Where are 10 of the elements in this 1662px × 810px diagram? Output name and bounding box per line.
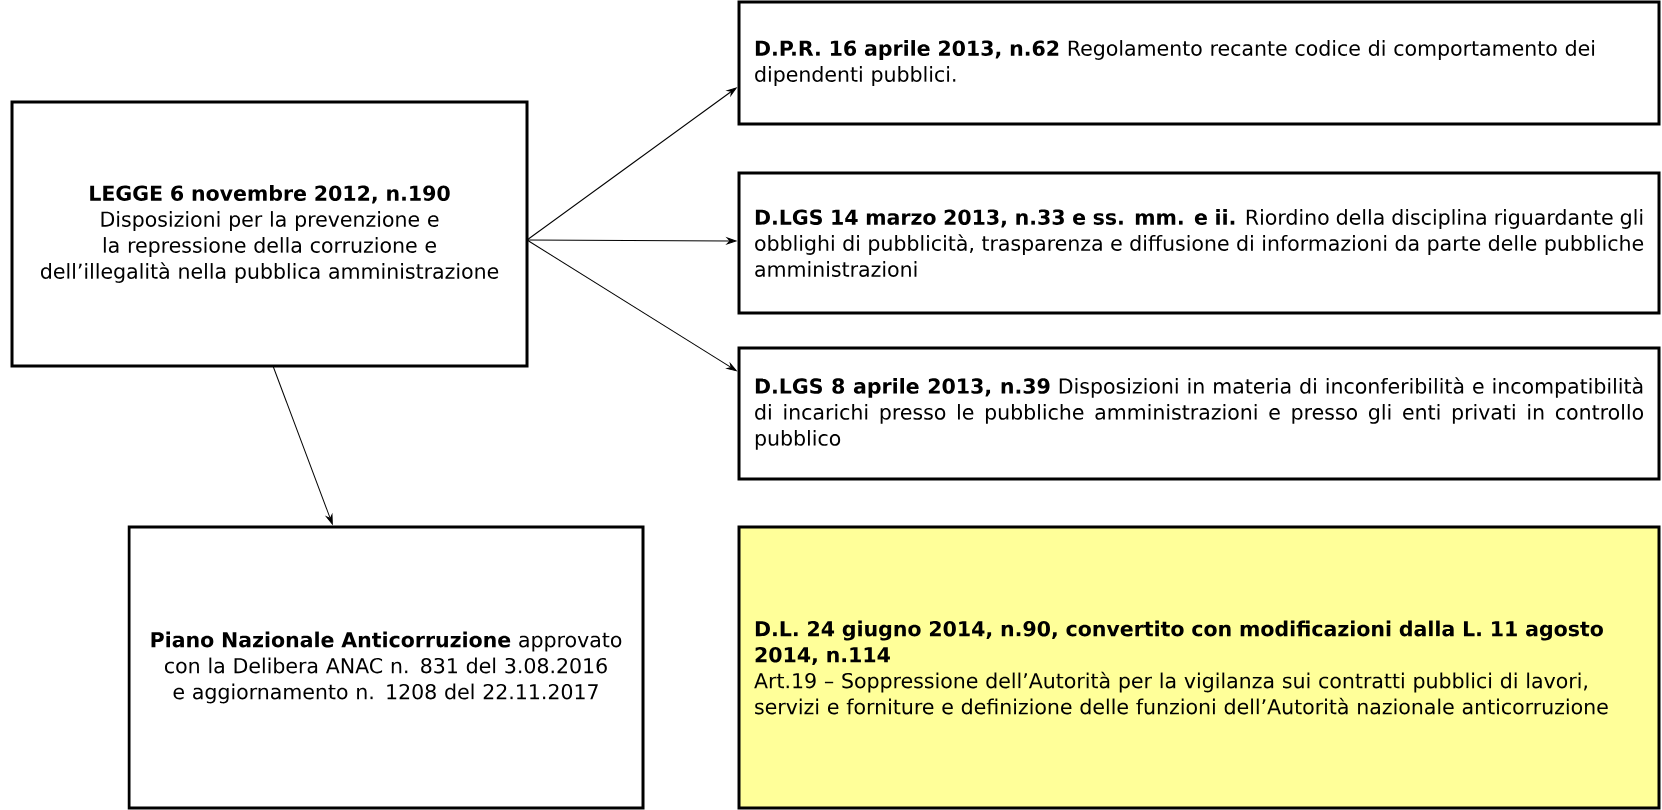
- arrow: [526, 239, 737, 372]
- arrow: [526, 237, 737, 245]
- arrow: [526, 87, 737, 241]
- plan-box: Piano Nazionale Anticorruzione approvato con la Delibera ANAC n. 831 del 3.08.2016 e aggiornamento n. 1208 del 22.11.2017: [127, 525, 645, 810]
- decree-box: D.P.R. 16 aprile 2013, n.62 Regolamento recante codice di comportamento dei dipendenti pubblici.: [737, 0, 1661, 126]
- arrow: [272, 365, 333, 525]
- law-box: LEGGE 6 novembre 2012, n.190 Disposizioni per la prevenzione e la repressione della corruzione e dell’illegalità nella pubblica amministrazione: [10, 100, 529, 368]
- decree-box: D.LGS 8 aprile 2013, n.39 Disposizioni in materia di inconferibilità e incompatibilità di incarichi presso le pubbliche amministrazioni e presso gli enti privati in controllo pubblico: [737, 346, 1661, 481]
- decree-box: D.L. 24 giugno 2014, n.90, convertito con modificazioni dalla L. 11 agosto 2014, n.114 Art.19 – Soppressione dell’Autorità per la vigilanza sui contratti pubblici di lavori, servizi e forniture e definizione delle funzioni dell’Autorità nazionale anticorruzione: [737, 525, 1661, 810]
- decree-box: D.LGS 14 marzo 2013, n.33 e ss. mm. e ii. Riordino della disciplina riguardante gli obblighi di pubblicità, trasparenza e diffusione di informazioni da parte delle pubbliche amministrazioni: [737, 171, 1661, 315]
